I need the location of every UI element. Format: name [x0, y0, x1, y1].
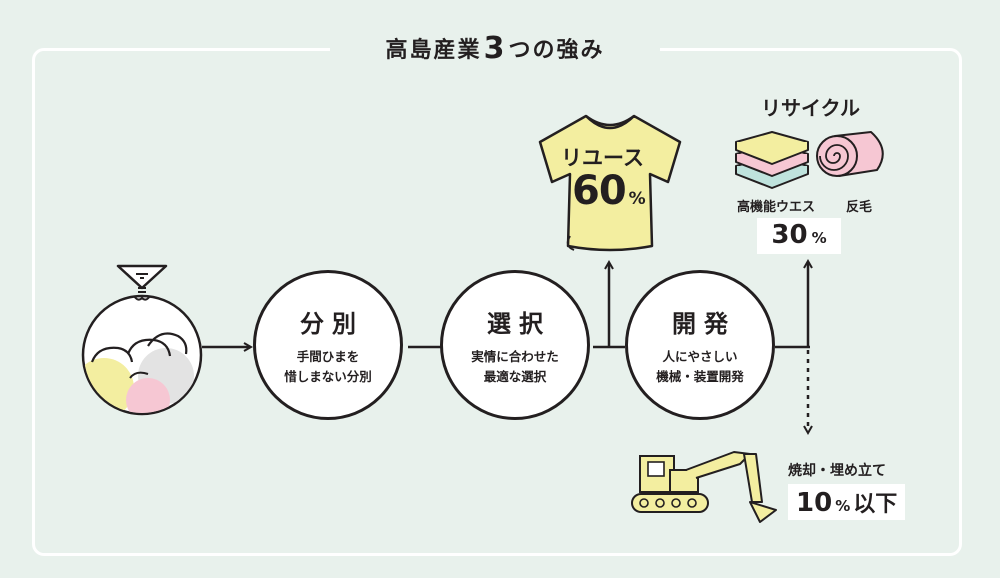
reuse-label: リユース: [561, 146, 644, 170]
excavator-icon: [631, 451, 777, 523]
recycle-item-fleece: 反毛: [846, 200, 873, 215]
reuse-unit: %: [628, 189, 646, 209]
garbage-bag-icon: [81, 264, 203, 416]
step-develop: 開発 人にやさしい 機械・装置開発: [625, 270, 775, 420]
title-number: 3: [483, 30, 507, 66]
fleece-roll-icon: [816, 131, 884, 177]
tshirt-icon: [538, 114, 682, 252]
recycle-value: 30: [771, 220, 808, 250]
recycle-label: リサイクル: [761, 96, 860, 120]
disposal-value: 10: [796, 488, 833, 518]
step-sort: 分別 手間ひまを 惜しまない分別: [253, 270, 403, 420]
page-title: 高島産業 3 つの強み: [330, 26, 660, 70]
recycle-unit: %: [811, 229, 827, 247]
step-develop-desc-1: 人にやさしい: [662, 348, 738, 364]
disposal-unit: %: [835, 497, 851, 515]
step-develop-desc-2: 機械・装置開発: [656, 368, 744, 384]
recycle-item-cloth: 高機能ウエス: [737, 200, 816, 215]
title-prefix: 高島産業: [385, 38, 482, 63]
disposal-suffix: 以下: [853, 492, 898, 517]
reuse-value: 60: [572, 168, 627, 214]
step-select-desc-1: 実情に合わせた: [471, 348, 559, 364]
step-select: 選択 実情に合わせた 最適な選択: [440, 270, 590, 420]
step-develop-title: 開発: [672, 309, 736, 338]
disposal-label: 焼却・埋め立て: [788, 463, 886, 479]
title-suffix: つの強み: [508, 38, 605, 63]
disposal-percentage: 10%以下: [788, 484, 906, 520]
step-select-desc-2: 最適な選択: [483, 368, 547, 384]
recycle-percentage: 30%: [757, 218, 841, 254]
step-sort-title: 分別: [300, 309, 364, 338]
step-select-title: 選択: [487, 309, 551, 338]
step-sort-desc-2: 惜しまない分別: [284, 368, 372, 384]
folded-cloth-icon: [735, 131, 809, 189]
step-sort-desc-1: 手間ひまを: [296, 348, 360, 364]
reuse-percentage: 60%: [572, 168, 646, 214]
